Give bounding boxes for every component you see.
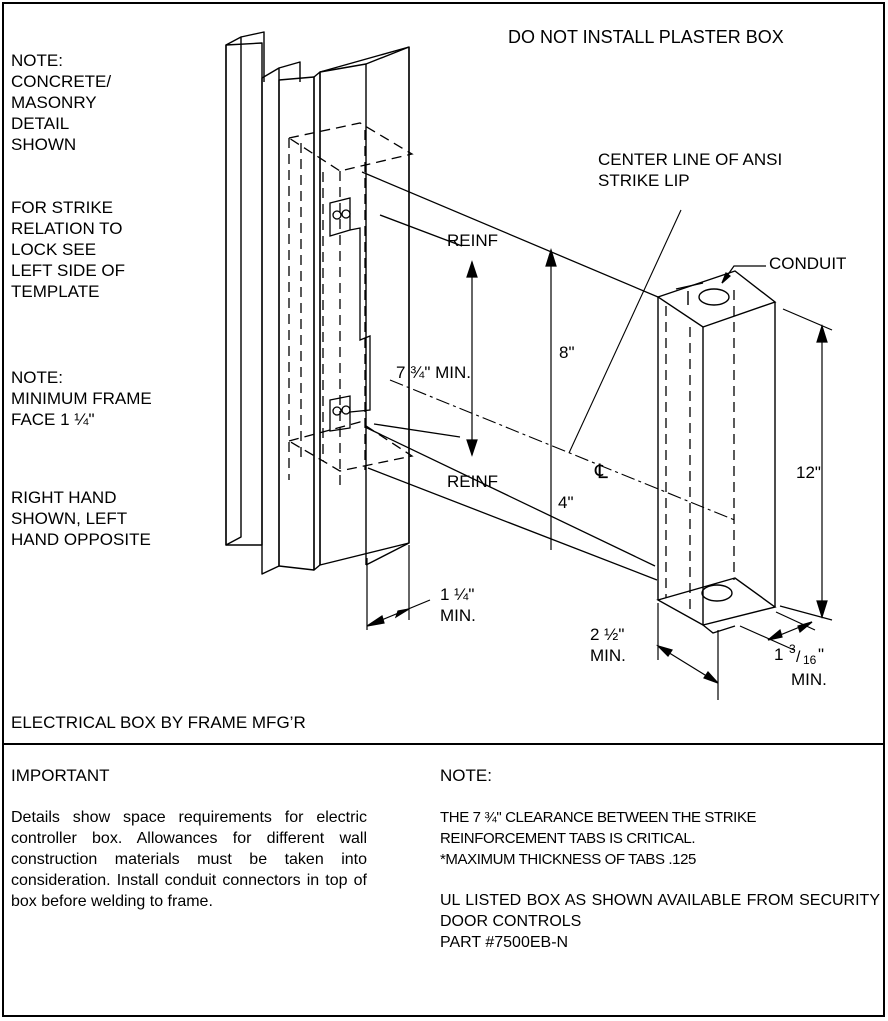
- centerline-symbol: ℄: [594, 461, 608, 483]
- note-strike-relation: FOR STRIKE RELATION TO LOCK SEE LEFT SID…: [11, 198, 125, 301]
- note-right-hand-shown: RIGHT HAND SHOWN, LEFT HAND OPPOSITE: [11, 488, 151, 549]
- screw-hole: [332, 210, 342, 220]
- label-dim-1-316-slash: /: [796, 649, 801, 666]
- label-dim-1-316-whole: 1: [774, 645, 783, 664]
- conduit-knockout-bottom: [701, 584, 733, 602]
- label-dim-1-316-suffix: ": [818, 645, 824, 664]
- strike-tabs: [329, 197, 371, 432]
- label-dim-4: 4": [558, 493, 574, 512]
- note-concrete-masonry: NOTE: CONCRETE/ MASONRY DETAIL SHOWN: [11, 51, 112, 154]
- note-heading: NOTE:: [440, 766, 492, 785]
- label-dim-1-316-den: 16: [803, 653, 817, 667]
- label-center-line: CENTER LINE OF ANSI STRIKE LIP: [598, 150, 783, 190]
- important-body: Details show space requirements for elec…: [11, 809, 367, 910]
- electrical-box-hidden-edges: [665, 290, 735, 610]
- screw-hole: [332, 406, 342, 416]
- important-heading: IMPORTANT: [11, 766, 110, 785]
- header-warning: DO NOT INSTALL PLASTER BOX: [508, 27, 784, 47]
- dimension-lines: [366, 247, 833, 700]
- door-frame: [225, 31, 410, 575]
- electrical-box: [656, 270, 777, 634]
- label-dim-7-34: 7 ¾" MIN.: [396, 363, 471, 382]
- label-dim-1-316-num: 3: [789, 642, 796, 656]
- label-reinf-top: REINF: [447, 231, 498, 250]
- conduit-leader: [721, 265, 766, 284]
- screw-hole: [341, 405, 351, 415]
- label-dim-12: 12": [796, 463, 821, 482]
- screw-hole: [341, 209, 351, 219]
- note-minimum-frame-face: NOTE: MINIMUM FRAME FACE 1 ¼": [11, 368, 152, 429]
- label-dim-1-14: 1 ¼" MIN.: [440, 585, 476, 625]
- note-ul-listed: UL LISTED BOX AS SHOWN AVAILABLE FROM SE…: [440, 892, 880, 951]
- label-dim-8: 8": [559, 343, 575, 362]
- label-reinf-bottom: REINF: [447, 472, 498, 491]
- center-line: [389, 379, 738, 522]
- section-divider: [2, 743, 885, 745]
- conduit-knockout-top: [698, 288, 730, 306]
- label-dim-1-316-min: MIN.: [791, 670, 827, 689]
- label-conduit: CONDUIT: [769, 254, 846, 273]
- center-line-leader: [568, 209, 682, 454]
- projection-lines: [361, 171, 659, 581]
- footer-caption: ELECTRICAL BOX BY FRAME MFG’R: [11, 713, 306, 732]
- note-clearance: THE 7 ¾" CLEARANCE BETWEEN THE STRIKE RE…: [440, 809, 757, 868]
- hidden-box-frame: [287, 122, 414, 487]
- label-dim-2-12: 2 ½" MIN.: [590, 625, 626, 665]
